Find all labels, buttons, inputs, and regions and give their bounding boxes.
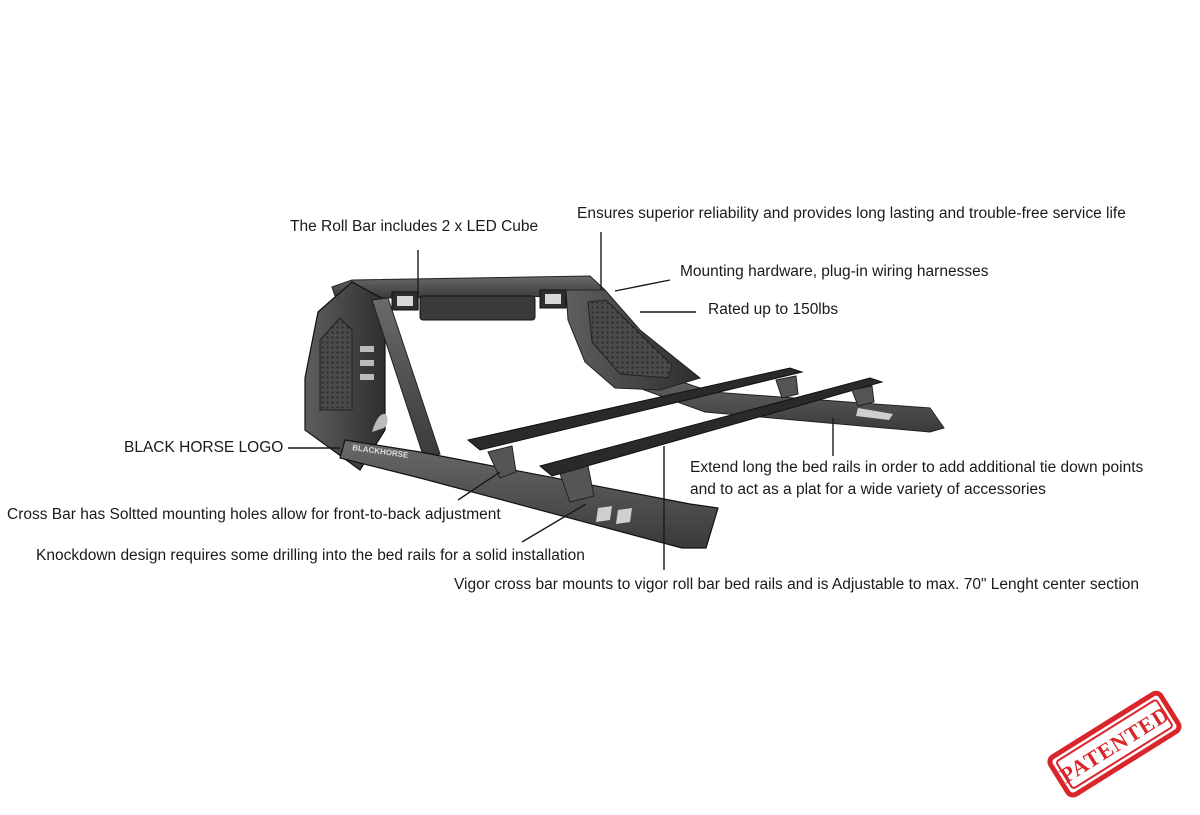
callout-vigor-cross-bar: Vigor cross bar mounts to vigor roll bar… xyxy=(454,576,1139,593)
callout-mounting-hardware: Mounting hardware, plug-in wiring harnes… xyxy=(680,263,989,280)
cross-bar-near xyxy=(466,367,804,451)
callout-leader-lines xyxy=(288,232,834,570)
patented-stamp: PATENTED xyxy=(1047,690,1182,798)
callout-extend-bed-rails: Extend long the bed rails in order to ad… xyxy=(690,457,1195,501)
callout-rated-load: Rated up to 150lbs xyxy=(708,301,839,318)
callout-reliability: Ensures superior reliability and provide… xyxy=(577,205,1126,222)
callout-extend-line-2: and to act as a plat for a wide variety … xyxy=(690,481,1046,498)
callout-knockdown-design: Knockdown design requires some drilling … xyxy=(36,547,585,564)
callout-led-cube: The Roll Bar includes 2 x LED Cube xyxy=(290,218,539,235)
callout-black-horse-logo: BLACK HORSE LOGO xyxy=(124,439,284,456)
cross-bar-far xyxy=(538,377,884,477)
callout-cross-bar-slots: Cross Bar has Soltted mounting holes all… xyxy=(7,506,501,523)
callout-extend-line-1: Extend long the bed rails in order to ad… xyxy=(690,459,1144,476)
